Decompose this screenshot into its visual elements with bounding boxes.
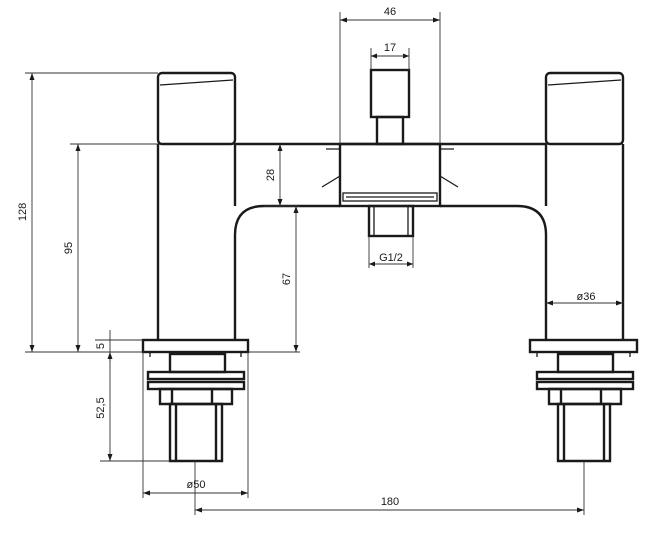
spout-outlet <box>367 204 415 238</box>
left-nut <box>158 387 234 406</box>
dim-180: 180 <box>381 496 399 508</box>
right-washer-1 <box>535 370 635 381</box>
right-nut <box>547 387 623 406</box>
right-handle <box>544 71 625 146</box>
diverter-knob <box>369 68 411 119</box>
dim-128: 128 <box>17 203 29 221</box>
dimension-lines <box>25 12 623 515</box>
left-inner-curve <box>233 204 265 340</box>
right-pillar <box>516 71 639 463</box>
left-pillar <box>141 71 265 463</box>
dim-o36: ø36 <box>577 291 596 303</box>
dim-52-5: 52,5 <box>95 397 107 418</box>
dim-g1-2: G1/2 <box>379 252 403 264</box>
left-base-plate <box>141 338 250 354</box>
dimension-labels: 46 17 128 95 28 67 5 52,5 G1/2 ø36 ø50 1… <box>17 6 595 508</box>
dim-95: 95 <box>63 242 75 254</box>
left-washer-1 <box>146 370 246 381</box>
right-tail <box>556 402 612 463</box>
right-base-plate <box>528 338 639 354</box>
diverter-spout <box>321 68 459 238</box>
left-handle <box>156 71 237 146</box>
right-body <box>544 144 625 340</box>
left-body <box>156 144 237 340</box>
dim-o50: ø50 <box>187 479 206 491</box>
left-tail <box>168 402 224 463</box>
dim-67: 67 <box>281 273 293 285</box>
right-inner-curve <box>516 204 548 340</box>
dim-28: 28 <box>265 169 277 181</box>
dim-17: 17 <box>384 42 396 54</box>
diverter-stem <box>375 115 405 146</box>
dim-46: 46 <box>384 6 396 18</box>
dim-5: 5 <box>95 343 107 349</box>
